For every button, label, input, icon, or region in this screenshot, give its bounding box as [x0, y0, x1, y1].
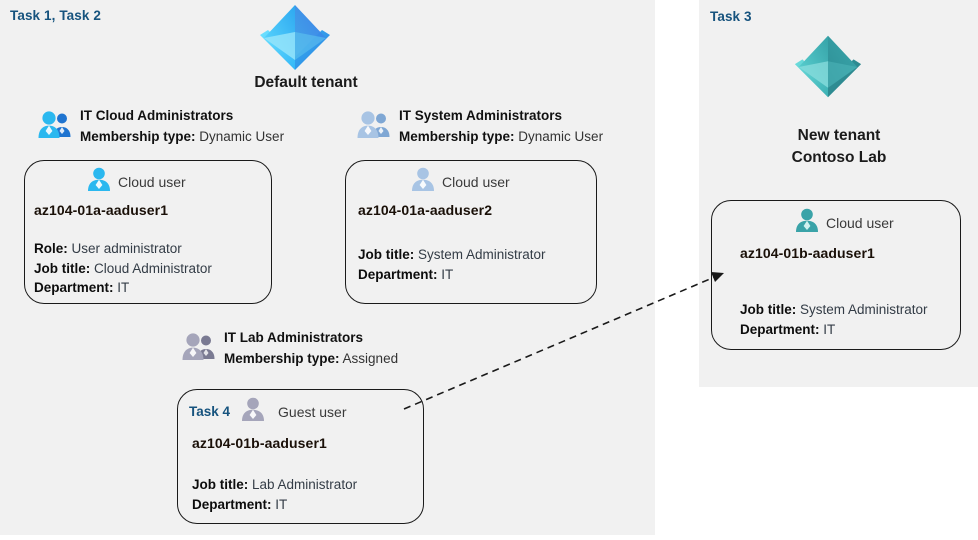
card2-attr-jobtitle: Job title: System Administrator [358, 245, 546, 265]
group-membership: Membership type: Assigned [224, 348, 398, 369]
card4-user-type: Guest user [278, 403, 347, 420]
attr-value: IT [441, 266, 454, 282]
card1-attr-jobtitle: Job title: Cloud Administrator [34, 259, 212, 279]
card4-attr-department: Department: IT [192, 495, 357, 515]
azure-ad-tenant-icon-new [793, 32, 863, 105]
attr-value: IT [823, 321, 836, 337]
card3-attr-jobtitle: Job title: System Administrator [740, 300, 928, 320]
task-label-3: Task 3 [710, 9, 752, 24]
group-header-text: IT Cloud Administrators Membership type:… [80, 106, 284, 147]
card3-attributes: Job title: System Administrator Departme… [740, 300, 928, 339]
attr-label: Job title: [192, 477, 249, 492]
group-users-icon [182, 332, 216, 367]
user-card-az104-01a-aaduser1[interactable] [24, 160, 272, 304]
membership-value: Dynamic User [518, 129, 604, 144]
person-icon [794, 207, 820, 238]
group-header-text: IT System Administrators Membership type… [399, 106, 603, 147]
card1-user-type-row: Cloud user [86, 166, 186, 197]
card2-user-type-row: Cloud user [410, 166, 510, 197]
task-label-1-2: Task 1, Task 2 [10, 8, 101, 23]
group-title: IT System Administrators [399, 108, 563, 123]
user-card-guest-az104-01b-aaduser1[interactable] [177, 389, 424, 524]
attr-value: Lab Administrator [252, 477, 358, 492]
attr-value: System Administrator [800, 302, 928, 317]
task-label-4: Task 4 [189, 404, 231, 419]
card1-attr-role: Role: User administrator [34, 239, 212, 259]
attr-label: Department: [740, 321, 820, 337]
card3-user-name: az104-01b-aaduser1 [740, 245, 875, 261]
new-tenant-name-line1: New tenant [797, 127, 881, 144]
card1-user-name: az104-01a-aaduser1 [34, 202, 169, 218]
group-title: IT Lab Administrators [224, 330, 364, 345]
attr-label: Department: [34, 280, 114, 295]
attr-label: Job title: [358, 247, 415, 262]
group-membership: Membership type: Dynamic User [399, 126, 603, 147]
person-icon [410, 166, 436, 197]
group-header-text: IT Lab Administrators Membership type: A… [224, 328, 398, 369]
card3-attr-department: Department: IT [740, 320, 928, 340]
group-title: IT Cloud Administrators [80, 108, 234, 123]
card2-user-name: az104-01a-aaduser2 [358, 202, 493, 218]
new-tenant-name-line2: Contoso Lab [791, 149, 887, 167]
card1-attributes: Role: User administrator Job title: Clou… [34, 239, 212, 298]
membership-label: Membership type: [224, 351, 340, 366]
attr-label: Job title: [740, 302, 797, 317]
default-tenant-name: Default tenant [254, 74, 358, 91]
attr-value: IT [275, 496, 288, 512]
attr-label: Department: [358, 266, 438, 282]
azure-ad-tenant-icon-default [258, 2, 332, 77]
attr-label: Role: [34, 241, 68, 256]
card1-attr-department: Department: IT [34, 278, 212, 298]
membership-label: Membership type: [80, 129, 196, 144]
attr-value: User administrator [71, 241, 182, 256]
new-tenant-name: New tenant Contoso Lab [706, 125, 972, 170]
attr-value: IT [117, 280, 130, 295]
membership-label: Membership type: [399, 129, 515, 144]
attr-value: System Administrator [418, 247, 546, 262]
card1-user-type: Cloud user [118, 173, 186, 190]
person-icon [240, 396, 266, 427]
group-users-icon [38, 110, 72, 145]
attr-label: Department: [192, 496, 272, 512]
membership-value: Dynamic User [199, 129, 285, 144]
card2-attributes: Job title: System Administrator Departme… [358, 245, 546, 284]
default-tenant-panel [0, 0, 655, 535]
card2-attr-department: Department: IT [358, 265, 546, 285]
membership-value: Assigned [342, 351, 399, 366]
group-users-icon [357, 110, 391, 145]
card3-user-type: Cloud user [826, 214, 894, 231]
attr-label: Job title: [34, 260, 91, 276]
card4-user-type-row: Task 4 Guest user [189, 396, 347, 427]
card2-user-type: Cloud user [442, 173, 510, 190]
card4-attr-jobtitle: Job title: Lab Administrator [192, 475, 357, 495]
card4-attributes: Job title: Lab Administrator Department:… [192, 475, 357, 514]
card4-user-name: az104-01b-aaduser1 [192, 435, 327, 451]
card3-user-type-row: Cloud user [794, 207, 894, 238]
attr-value: Cloud Administrator [94, 260, 212, 276]
person-icon [86, 166, 112, 197]
group-membership: Membership type: Dynamic User [80, 126, 284, 147]
